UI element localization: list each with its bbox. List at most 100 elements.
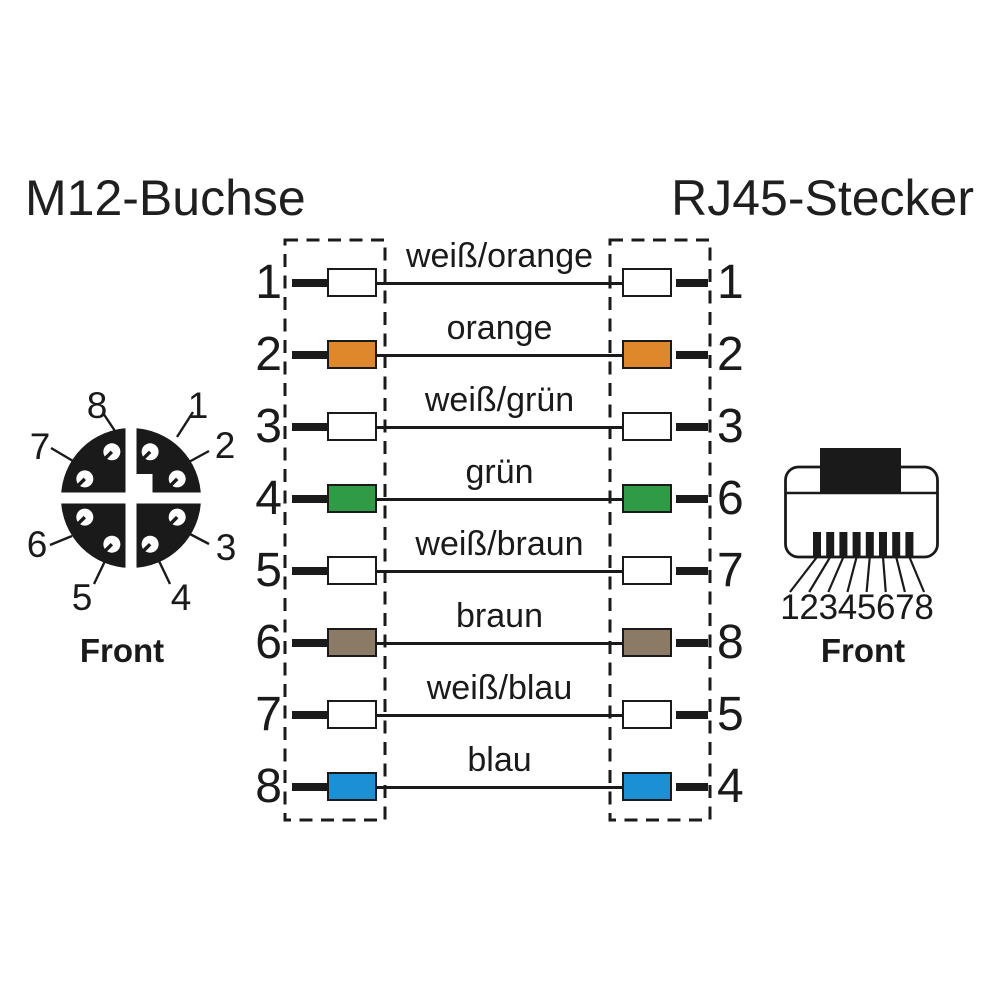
rj45-pin-digit: 1 [780, 588, 799, 627]
rj45-pin-number: 7 [717, 544, 744, 597]
rj45-pin-leader-line [827, 556, 845, 593]
m12-pin-label: 6 [27, 524, 48, 565]
rj45-pin-leader-line [808, 556, 832, 593]
rj45-contact-pin [879, 532, 887, 556]
wire-box-left [327, 772, 377, 801]
wire-stub-right [676, 639, 708, 647]
wire-box-left [327, 700, 377, 729]
rj45-pin-digit: 6 [876, 588, 895, 627]
wire-line [377, 425, 622, 429]
m12-cross-vertical [125, 426, 137, 570]
wire-color-label: grün [465, 453, 534, 491]
rj45-pin-leader-line [895, 556, 906, 593]
wire-stub-right [676, 495, 708, 503]
m12-pin-slot [74, 515, 87, 528]
wire-stub-left [292, 495, 327, 503]
wire-stub-right [676, 351, 708, 359]
wire-color-label: weiß/blau [426, 669, 573, 707]
wire-stub-right [676, 783, 708, 791]
wire-stub-right [676, 423, 708, 431]
m12-pin-number: 5 [255, 544, 282, 597]
m12-pin-slot [74, 477, 87, 490]
m12-pin-number: 4 [255, 472, 282, 525]
m12-pin-slot [166, 477, 179, 490]
wire-box-right [622, 628, 672, 657]
m12-leader-lines [49, 411, 210, 585]
rj45-pin-leader-line [908, 556, 926, 593]
wire-box-right [622, 700, 672, 729]
rj45-fan-lines [789, 556, 926, 593]
m12-pin-slot [166, 515, 179, 528]
m12-pin-label: 3 [216, 527, 237, 568]
wire-color-label: weiß/braun [415, 525, 584, 563]
wire-line [377, 281, 622, 285]
wire-box-left [327, 268, 377, 297]
wire-box-right [622, 268, 672, 297]
rj45-pin-digit: 2 [799, 588, 818, 627]
wire-stub-left [292, 351, 327, 359]
rj45-contact-pin [892, 532, 901, 556]
wire-box-right [622, 556, 672, 585]
wire-stub-left [292, 639, 327, 647]
rj45-contact-pin [852, 532, 861, 556]
m12-title: M12-Buchse [25, 170, 306, 226]
wire-line [377, 785, 622, 789]
m12-pin-number: 7 [255, 688, 282, 741]
rj45-pin-digit: 7 [895, 588, 914, 627]
rj45-contact-pin [905, 532, 914, 556]
wire-line [377, 713, 622, 717]
wire-stub-left [292, 783, 327, 791]
m12-pin-label: 8 [87, 385, 108, 426]
wire-box-left [327, 484, 377, 513]
rj45-pin-digit: 3 [819, 588, 838, 627]
wire-line [377, 353, 622, 357]
rj45-pin-number: 3 [717, 400, 744, 453]
rj45-contact-pin [826, 532, 835, 556]
m12-pin-slot [101, 542, 114, 555]
rj45-pin-leader-line [789, 556, 818, 593]
rj45-front-label: Front [820, 632, 906, 669]
wire-color-label: weiß/orange [405, 237, 594, 275]
rj45-title: RJ45-Stecker [671, 170, 974, 226]
m12-pin-slot [101, 450, 114, 463]
wire-line [377, 641, 622, 645]
wire-stub-left [292, 711, 327, 719]
wire-stub-left [292, 279, 327, 287]
rj45-contacts [813, 532, 914, 556]
wire-box-right [622, 772, 672, 801]
rj45-pin-number: 1 [717, 256, 744, 309]
wire-box-right [622, 340, 672, 369]
wire-color-label: orange [446, 309, 553, 347]
wire-color-label: braun [456, 597, 543, 635]
m12-front-label: Front [79, 632, 165, 669]
m12-dashed-outline [283, 238, 387, 822]
m12-pin-slot [139, 450, 152, 463]
rj45-contact-pin [839, 532, 848, 556]
m12-pin-number: 1 [255, 256, 282, 309]
rj45-latch-tab [820, 448, 901, 493]
wire-box-right [622, 412, 672, 441]
wire-color-label: blau [467, 741, 532, 779]
wire-stub-left [292, 423, 327, 431]
rj45-contact-pin [865, 532, 874, 556]
m12-pin-label: 4 [171, 577, 192, 618]
m12-pin-number: 3 [255, 400, 282, 453]
rj45-pin-number: 4 [717, 760, 744, 813]
wire-box-left [327, 412, 377, 441]
m12-pin-number: 6 [255, 616, 282, 669]
rj45-pin-digit: 5 [857, 588, 876, 627]
rj45-pin-number: 2 [717, 328, 744, 381]
m12-pin-label: 7 [30, 426, 51, 467]
rj45-pin-digit: 4 [838, 588, 857, 627]
rj45-dashed-outline [608, 238, 712, 822]
wire-color-label: weiß/grün [424, 381, 575, 419]
rj45-pin-number: 6 [717, 472, 744, 525]
rj45-pin-leader-line [865, 556, 871, 593]
m12-pin-holes [74, 443, 186, 555]
m12-key-notch [136, 474, 153, 493]
